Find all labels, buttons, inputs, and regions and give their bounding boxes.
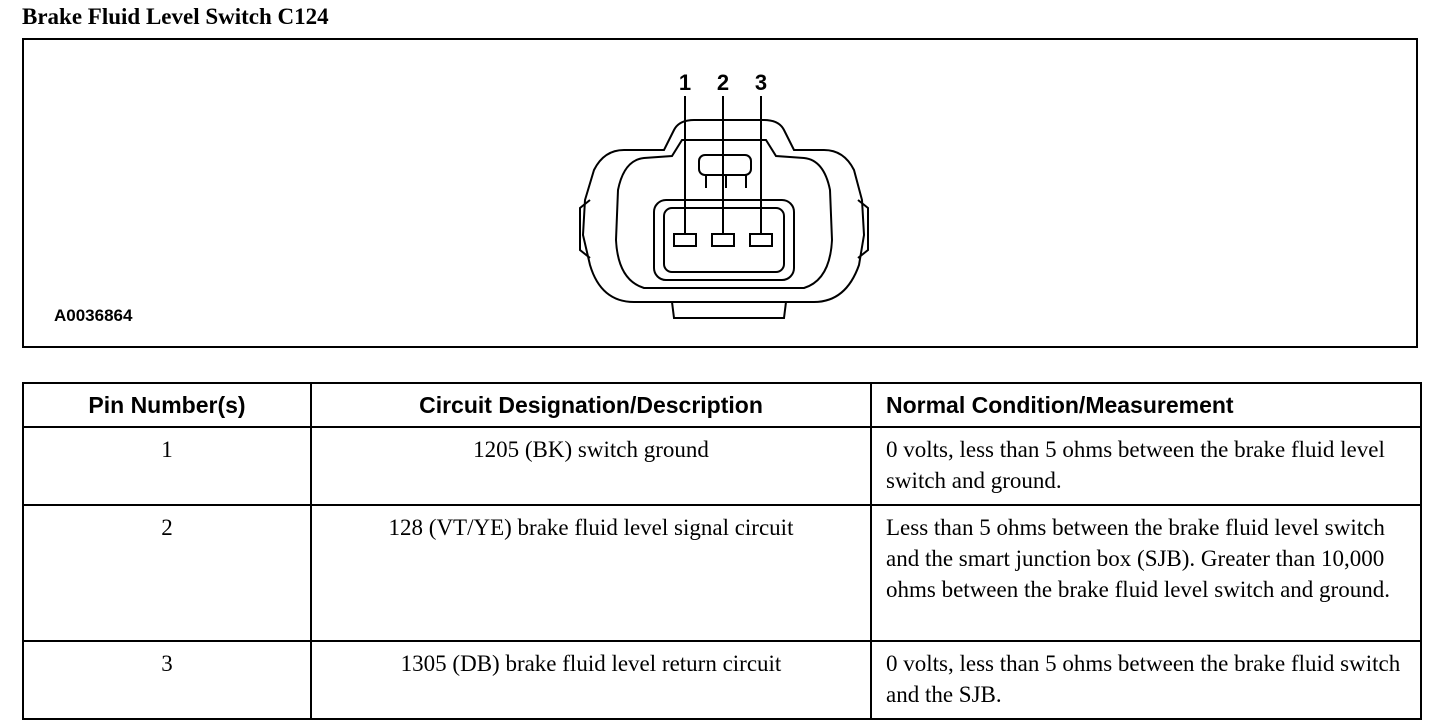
circuit-cell: 1205 (BK) switch ground: [310, 426, 872, 506]
table-header-row: Pin Number(s) Circuit Designation/Descri…: [22, 382, 1422, 428]
pin-2-label: 2: [717, 70, 729, 95]
page-title: Brake Fluid Level Switch C124: [22, 4, 329, 29]
header-normal-condition: Normal Condition/Measurement: [870, 382, 1422, 428]
table-row: 3 1305 (DB) brake fluid level return cir…: [22, 640, 1422, 720]
pin-1-terminal: [673, 233, 697, 247]
pin-table: Pin Number(s) Circuit Designation/Descri…: [22, 382, 1422, 720]
header-circuit-designation: Circuit Designation/Description: [310, 382, 872, 428]
connector-inner-outline: [614, 139, 834, 289]
left-latch: [579, 199, 591, 259]
pin-number-cell: 1: [22, 426, 312, 506]
right-latch: [857, 199, 869, 259]
pin-3-terminal: [749, 233, 773, 247]
condition-cell: 0 volts, less than 5 ohms between the br…: [870, 640, 1422, 720]
figure-id: A0036864: [54, 306, 133, 325]
table-row: 2 128 (VT/YE) brake fluid level signal c…: [22, 504, 1422, 642]
bottom-tab: [671, 301, 787, 319]
pin-1-label: 1: [679, 70, 691, 95]
connector-face-diagram: 1 2 3: [579, 70, 869, 319]
circuit-cell: 128 (VT/YE) brake fluid level signal cir…: [310, 504, 872, 642]
condition-cell: 0 volts, less than 5 ohms between the br…: [870, 426, 1422, 506]
circuit-cell: 1305 (DB) brake fluid level return circu…: [310, 640, 872, 720]
lock-bar: [698, 154, 752, 176]
pin-3-label: 3: [755, 70, 767, 95]
connector-housing-outline: [581, 119, 866, 303]
pin-number-cell: 3: [22, 640, 312, 720]
pin-2-terminal: [711, 233, 735, 247]
header-pin-numbers: Pin Number(s): [22, 382, 312, 428]
table-row: 1 1205 (BK) switch ground 0 volts, less …: [22, 426, 1422, 506]
connector-figure: 1 2 3 A0036864: [22, 38, 1418, 348]
condition-cell: Less than 5 ohms between the brake fluid…: [870, 504, 1422, 642]
pin-number-cell: 2: [22, 504, 312, 642]
